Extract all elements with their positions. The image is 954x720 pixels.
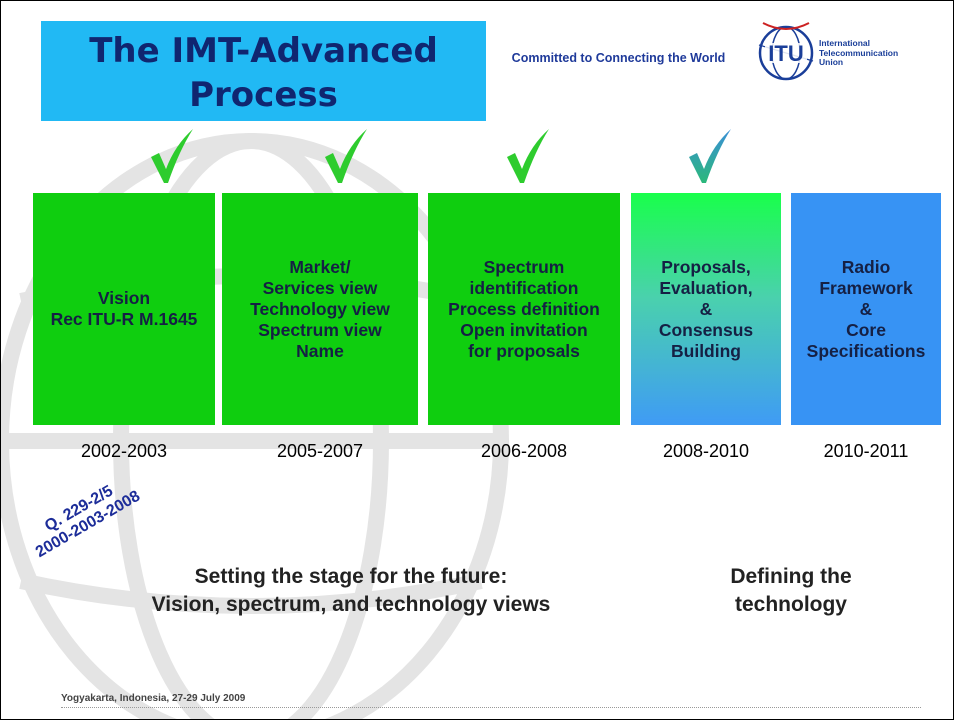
itu-tagline: Committed to Connecting the World xyxy=(511,51,726,65)
stage-box-radio-framework: Radio Framework & Core Specifications xyxy=(791,193,941,425)
stage-years: 2005-2007 xyxy=(276,441,364,461)
stage-years: 2010-2011 xyxy=(823,441,909,461)
check-icon xyxy=(689,129,731,183)
caption-setting-stage: Setting the stage for the future: Vision… xyxy=(151,565,551,616)
stage-years: 2002-2003 xyxy=(80,441,168,461)
caption-defining-technology: Defining the technology xyxy=(730,565,852,616)
title-banner xyxy=(41,21,486,121)
stage-box-vision: Vision Rec ITU-R M.1645 xyxy=(33,193,215,425)
stage-years: 2006-2008 xyxy=(480,441,568,461)
stage-years: 2008-2010 xyxy=(662,441,750,461)
stage-text: Proposals, Evaluation, & Consensus Build… xyxy=(658,256,754,361)
stage-text: Spectrum identification Process definiti… xyxy=(448,256,600,361)
footer-divider xyxy=(61,707,921,708)
stage-box-market: Market/ Services view Technology view Sp… xyxy=(222,193,418,425)
stage-text: Vision Rec ITU-R M.1645 xyxy=(50,288,198,329)
slide-title: The IMT-Advanced Process xyxy=(89,31,438,115)
check-icon xyxy=(507,129,549,183)
stage-box-spectrum: Spectrum identification Process definiti… xyxy=(428,193,620,425)
stage-text: Market/ Services view Technology view Sp… xyxy=(250,256,390,361)
itu-logo-icon: ITU xyxy=(758,22,814,81)
itu-org-name: International Telecommunication Union xyxy=(819,38,899,67)
footer-location-date: Yogyakarta, Indonesia, 27-29 July 2009 xyxy=(61,693,246,704)
stage-text: Radio Framework & Core Specifications xyxy=(806,256,926,361)
stage-box-proposals: Proposals, Evaluation, & Consensus Build… xyxy=(631,193,781,425)
itu-logo-text: ITU xyxy=(768,41,803,66)
check-icon xyxy=(325,129,367,183)
check-icon xyxy=(151,129,193,183)
